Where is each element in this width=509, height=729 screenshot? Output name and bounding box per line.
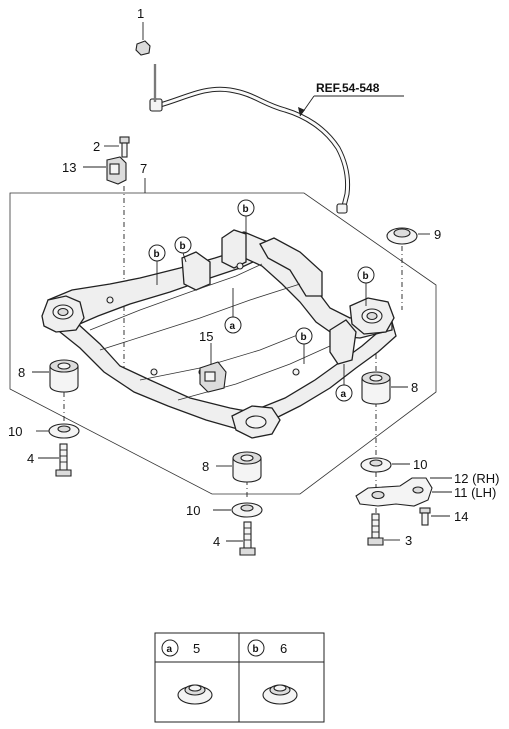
callout-11: 11 (LH): [454, 485, 496, 500]
callout-8-bottom: 8: [202, 459, 209, 474]
callout-12: 12 (RH): [454, 471, 500, 486]
bracket-part-11-12: [355, 477, 433, 507]
stabilizer-bar: [149, 64, 351, 214]
callout-7: 7: [140, 161, 147, 176]
callout-8-left: 8: [18, 365, 25, 380]
svg-text:b: b: [301, 332, 307, 343]
legend-part-number-b: 6: [280, 641, 287, 656]
svg-text:b: b: [180, 241, 186, 252]
callout-9: 9: [434, 227, 441, 242]
marker-a-1: a: [224, 288, 242, 334]
bolt-part-2: [119, 136, 130, 158]
bushing-part-8-bottom: [232, 451, 262, 483]
callout-4-left: 4: [27, 451, 34, 466]
callout-8-right: 8: [411, 380, 418, 395]
svg-text:a: a: [341, 389, 347, 400]
marker-b-4: b: [357, 266, 375, 306]
bolt-part-4-bottom: [239, 521, 256, 556]
callout-1: 1: [137, 6, 144, 21]
svg-text:b: b: [253, 644, 259, 655]
svg-text:a: a: [167, 644, 173, 655]
legend-table: a 5 b 6: [154, 632, 325, 723]
callout-10-right: 10: [413, 457, 427, 472]
marker-b-1: b: [237, 199, 255, 238]
callout-4-bottom: 4: [213, 534, 220, 549]
marker-b-2: b: [148, 244, 166, 285]
bolt-part-4-left: [55, 443, 72, 477]
bushing-part-8-right: [361, 371, 391, 405]
washer-part-10-right: [360, 457, 392, 473]
svg-text:b: b: [363, 271, 369, 282]
plug-part-6-icon: [262, 684, 298, 705]
svg-text:b: b: [154, 249, 160, 260]
svg-text:a: a: [230, 321, 236, 332]
legend-marker-b: b: [247, 639, 265, 657]
callout-15: 15: [199, 329, 213, 344]
callout-14: 14: [454, 509, 468, 524]
bushing-part-8-left: [49, 359, 79, 393]
bracket-part-13: [106, 156, 127, 185]
legend-marker-a: a: [161, 639, 179, 657]
reference-label: REF.54-548: [316, 81, 380, 95]
callout-10-bottom: 10: [186, 503, 200, 518]
bolt-part-3: [367, 513, 384, 546]
callout-2: 2: [93, 139, 100, 154]
marker-b-3: b: [174, 236, 192, 263]
washer-part-9: [386, 227, 418, 245]
plug-part-5-icon: [177, 684, 213, 705]
washer-part-10-left: [48, 423, 80, 439]
callout-3: 3: [405, 533, 412, 548]
marker-a-2: a: [335, 364, 353, 402]
marker-b-5: b: [295, 327, 313, 364]
bolt-part-14: [419, 507, 431, 526]
bracket-part-15: [199, 361, 227, 393]
washer-part-10-bottom: [231, 502, 263, 518]
subframe-body: [41, 229, 397, 439]
callout-13: 13: [62, 160, 76, 175]
legend-part-number-a: 5: [193, 641, 200, 656]
svg-text:b: b: [243, 204, 249, 215]
nut-part-1: [135, 22, 151, 56]
assembly-outline: [9, 192, 437, 495]
callout-10-left: 10: [8, 424, 22, 439]
